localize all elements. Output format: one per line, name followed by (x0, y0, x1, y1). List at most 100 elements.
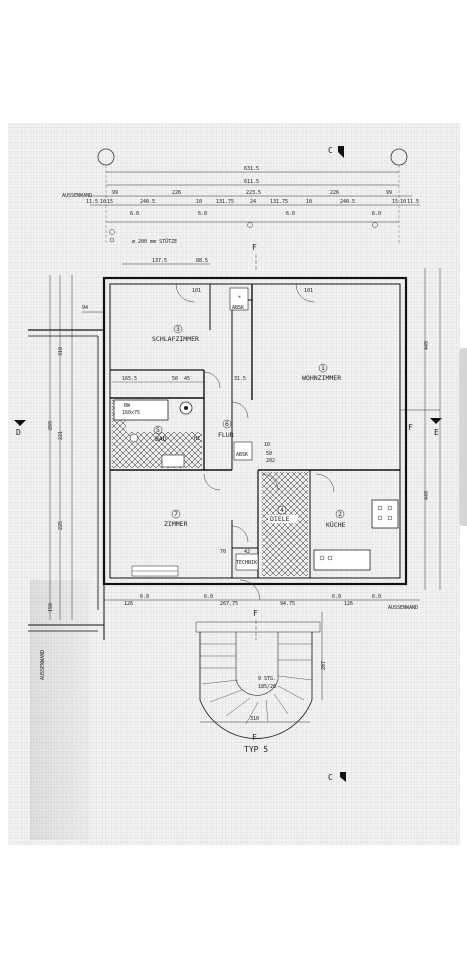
label-absk-top: ABSK (232, 305, 244, 311)
dim-bottom-94: 94.75 (280, 601, 295, 607)
shaft-flur (233, 441, 253, 461)
room-number-bad: 5 (156, 426, 160, 434)
grid-axis-marker-left (97, 148, 115, 166)
dim-50: 50 (172, 376, 178, 382)
dim-second-chain-13: 11.5 (407, 199, 419, 205)
bathtub (113, 399, 169, 421)
grid-axis-1: 6.0 (130, 211, 139, 217)
dim-left-310: 310 (58, 347, 64, 356)
dim-second-chain-12: 10 (400, 199, 406, 205)
dim-202: 202 (266, 458, 275, 464)
grid-axis-4: 6.0 (372, 211, 381, 217)
scan-shadow (30, 580, 90, 840)
dim-top-chain-3: 223.5 (246, 190, 261, 196)
svg-text:✳: ✳ (238, 294, 241, 300)
dim-left-225: 225 (58, 521, 64, 530)
room-number-kueche: 2 (338, 510, 342, 518)
label-aussenwand-left: AUSSENWAND (40, 650, 46, 680)
section-f-right: F (408, 423, 413, 432)
dim-70: 70 (220, 549, 226, 555)
room-name-wohnzimmer: WOHNZIMMER (302, 374, 341, 382)
dim-stair-207: 207 (321, 661, 327, 670)
viewer-edge-tab[interactable] (459, 348, 467, 526)
scanned-plan-sheet (8, 123, 460, 845)
outer-wall (102, 276, 408, 586)
dim-second-chain-1: 11.5 (86, 199, 98, 205)
section-e-right: E (434, 428, 439, 437)
hall-tile-area (262, 472, 308, 576)
dim-bottom-126: 126 (124, 601, 133, 607)
section-f-stair: F (252, 733, 257, 742)
room-number-flur: 6 (225, 420, 229, 428)
dim-right-449: 449 (424, 341, 430, 350)
dim-left-899: 899 (48, 421, 54, 430)
dim-45: 45 (184, 376, 190, 382)
dim-top-chain-4: 226 (330, 190, 339, 196)
grid-axis-3: 6.0 (286, 211, 295, 217)
plan-type-label: TYP 5 (244, 745, 268, 754)
dim-bottom-267: 267.75 (220, 601, 238, 607)
dim-second-chain-8: 131.75 (270, 199, 288, 205)
label-absk-flur: ABSK (236, 452, 248, 458)
dim-31: 31.5 (234, 376, 246, 382)
dim-left-94: 94 (82, 305, 88, 311)
section-c-bottom: C (328, 773, 333, 782)
dim-second-chain-3: 15 (107, 199, 113, 205)
dim-137: 137.5 (152, 258, 167, 264)
label-bw-size: 160x75 (122, 410, 140, 416)
dim-inner-overall: 611.5 (244, 179, 259, 185)
dim-bottom-60d: 6.0 (372, 594, 381, 600)
kitchen-counter (371, 499, 399, 529)
dim-top-chain-5: 99 (386, 190, 392, 196)
dim-101b: 101 (304, 288, 313, 294)
label-stair-steps: 9 STG. (258, 676, 276, 682)
section-f-bottom: F (253, 609, 258, 618)
label-aussenwand-top: AUSSENWAND (62, 193, 92, 199)
toilet (129, 433, 139, 443)
dim-101a: 101 (192, 288, 201, 294)
label-technik: TECHNIK (236, 560, 257, 566)
dim-165: 165.5 (122, 376, 137, 382)
dim-overall: 631.5 (244, 166, 259, 172)
room-number-schlafzimmer: 3 (176, 325, 180, 333)
dim-left-221: 221 (58, 431, 64, 440)
room-name-diele: DIELE (270, 515, 290, 523)
dim-second-chain-10: 240.5 (340, 199, 355, 205)
room-name-schlafzimmer: SCHLAFZIMMER (152, 335, 199, 343)
dim-second-chain-6: 131.75 (216, 199, 234, 205)
shaft-top (229, 287, 249, 311)
room-number-wohnzimmer: 1 (321, 364, 325, 372)
label-aussenwand-bottom: AUSSENWAND (388, 605, 418, 611)
room-name-flur: FLUR (218, 431, 234, 439)
bath-tile-area (112, 432, 202, 468)
dim-10: 10 (264, 442, 270, 448)
grid-axis-2: 6.0 (198, 211, 207, 217)
room-name-bad: BAD (155, 435, 167, 443)
room-number-zimmer: 7 (174, 510, 178, 518)
dim-bottom-126b: 126 (344, 601, 353, 607)
grid-axis-marker-right (390, 148, 408, 166)
dim-top-chain-1: 99 (112, 190, 118, 196)
section-c-top: C (328, 146, 333, 155)
dim-second-chain-2: 10 (100, 199, 106, 205)
label-bw: BW (124, 403, 131, 409)
label-hz: HZ (194, 436, 200, 442)
dim-88: 88.5 (196, 258, 208, 264)
room-number-diele: 4 (280, 506, 284, 514)
dim-right-449b: 449 (424, 491, 430, 500)
dim-left-150: 150 (48, 603, 54, 612)
dim-second-chain-11: 15 (392, 199, 398, 205)
label-stair-ratio: 185/26 (258, 684, 276, 690)
dim-second-chain-7: 24 (250, 199, 256, 205)
dim-bottom-60b: 6.0 (204, 594, 213, 600)
dim-stair-310: 310 (250, 716, 259, 722)
dim-top-chain-2: 226 (172, 190, 181, 196)
dim-second-chain-5: 10 (196, 199, 202, 205)
room-name-zimmer: ZIMMER (164, 520, 188, 528)
dim-second-chain-4: 240.5 (140, 199, 155, 205)
room-name-kueche: KÜCHE (326, 520, 346, 529)
dim-second-chain-9: 10 (306, 199, 312, 205)
dim-bottom-60a: 6.0 (140, 594, 149, 600)
dim-bottom-60c: 6.0 (332, 594, 341, 600)
